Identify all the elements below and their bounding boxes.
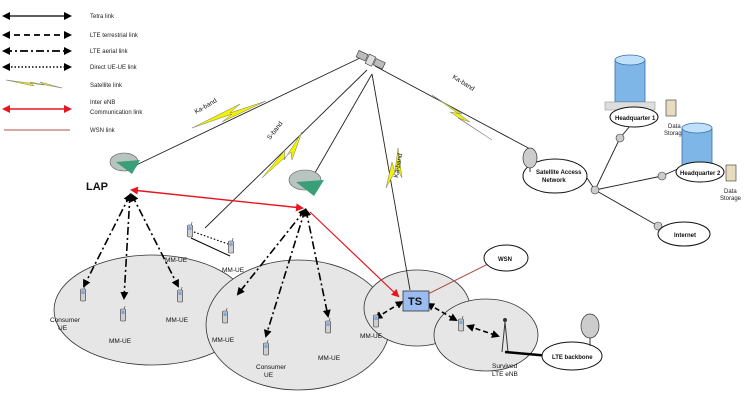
satellite-links — [129, 57, 533, 291]
band-ka-right: Ka-band — [451, 74, 476, 93]
lte-cell-4 — [433, 298, 539, 372]
phone-icon — [228, 237, 234, 254]
data-storage-2a: Data — [724, 189, 737, 195]
data-storage-1a: Data — [668, 124, 681, 130]
router-icon — [615, 133, 625, 143]
direct-ue-link — [193, 231, 229, 245]
wsn-cloud — [483, 244, 529, 272]
band-ka-left: Ka-band — [194, 97, 219, 116]
ue-label-mm-5: MM-UE — [212, 337, 235, 344]
ts-label: TS — [408, 296, 422, 308]
legend-lte-aerial: LTE aerial link — [90, 49, 129, 55]
lte-terrestrial-links — [374, 300, 500, 338]
ue-label-consumer-1a: Consumer — [50, 317, 81, 324]
legend-satellite: Satellite link — [90, 83, 123, 89]
legend-direct-ue: Direct UE-UE link — [90, 65, 138, 71]
lte-backbone-label: LTE backbone — [552, 355, 593, 361]
headquarter-1-cloud — [609, 106, 659, 128]
band-s: S-band — [266, 120, 285, 141]
tetra-link — [190, 237, 231, 257]
data-storage-2b: Storage — [720, 196, 742, 202]
phone-icon — [187, 221, 193, 238]
ue-label-mm-2: MM-UE — [222, 267, 245, 274]
internet-cloud — [657, 221, 711, 247]
inter-enb-link-1 — [130, 186, 304, 212]
lap-label: LAP — [86, 181, 108, 193]
internet-label: Internet — [674, 233, 696, 239]
ue-label-consumer-2b: UE — [264, 372, 274, 379]
satellite-icon — [355, 50, 386, 70]
data-storage-1-icon — [665, 99, 677, 117]
headquarter-1-building-icon — [604, 54, 656, 111]
lte-backbone-cloud — [541, 341, 603, 371]
legend-tetra: Tetra link — [90, 14, 115, 20]
router-icon — [590, 185, 600, 195]
legend-inter-enb-1: Inter eNB — [90, 100, 115, 106]
hq1-label: Headquarter 1 — [615, 116, 656, 122]
ue-label-mm-7: MM-UE — [360, 333, 383, 340]
lap-platform-1 — [109, 152, 140, 174]
ue-label-mm-6: MM-UE — [318, 355, 341, 362]
router-icon — [657, 171, 667, 181]
ue-label-mm-3: MM-UE — [109, 338, 132, 345]
ue-label-consumer-1b: UE — [58, 325, 68, 332]
legend: Tetra link LTE terrestrial link LTE aeri… — [2, 12, 143, 134]
satellite-access-cloud — [522, 158, 588, 194]
data-storage-2-icon — [725, 164, 737, 182]
survived-enb-tower-icon — [501, 318, 509, 353]
ue-label-consumer-2a: Consumer — [256, 364, 287, 371]
ground-dish-icon — [522, 147, 538, 172]
ts-box — [402, 290, 430, 312]
lte-cell-2 — [205, 259, 391, 391]
ue-label-mm-4: MM-UE — [166, 317, 189, 324]
sat-access-label-2: Network — [542, 178, 566, 184]
wsn-label: WSN — [498, 257, 512, 263]
survived-label-1: Survived — [492, 363, 518, 370]
lte-aerial-links — [83, 193, 331, 338]
router-icon — [653, 221, 663, 231]
data-storage-1b: Storage — [664, 131, 686, 137]
wsn-link — [427, 261, 493, 295]
hq2-label: Headquarter 2 — [680, 171, 721, 177]
legend-lte-terrestrial: LTE terrestrial link — [90, 33, 139, 39]
satellite-dish-icon — [580, 313, 600, 346]
ue-label-mm-1: MM-UE — [165, 257, 188, 264]
legend-inter-enb-2: Communication link — [90, 110, 143, 116]
survived-label-2: LTE eNB — [492, 371, 518, 378]
headquarter-2-cloud — [675, 161, 725, 183]
legend-wsn: WSN link — [90, 128, 116, 134]
sat-access-label-1: Satellite Access — [536, 170, 582, 176]
lap-platform-2 — [288, 169, 324, 196]
band-ka-mid: Ka-band — [393, 153, 404, 179]
headquarter-2-building-icon — [681, 122, 713, 169]
